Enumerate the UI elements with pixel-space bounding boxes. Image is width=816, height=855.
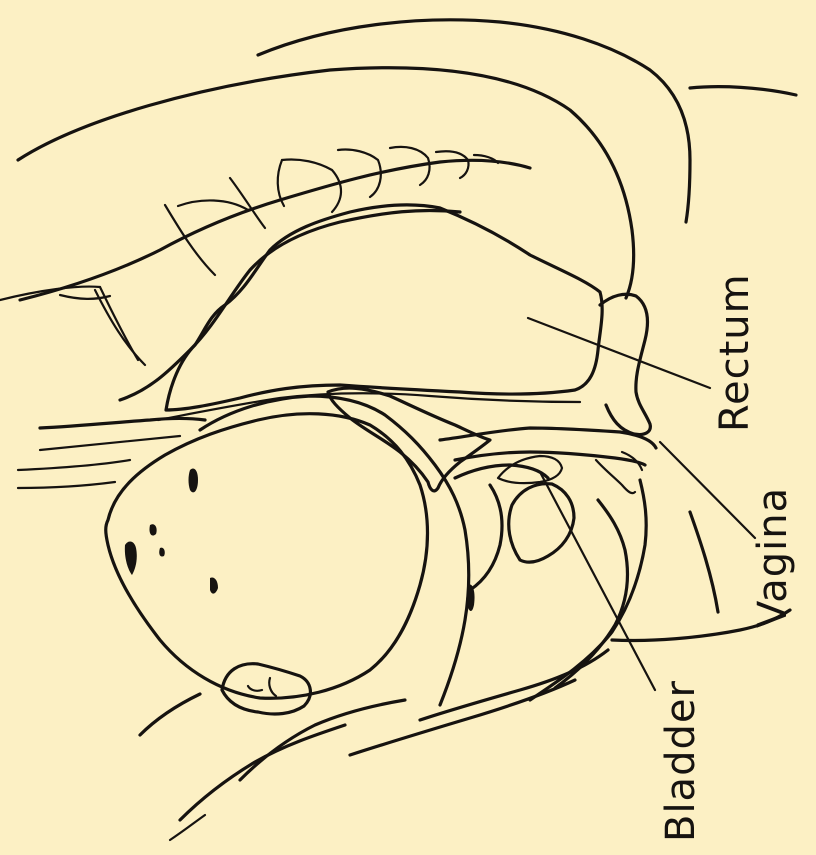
lower-outlines (18, 460, 718, 612)
rectum-leader-line (528, 318, 710, 388)
vagina-leader-line (660, 442, 755, 538)
label-vagina-group: Vagina (750, 487, 796, 628)
label-vagina: Vagina (750, 487, 796, 628)
label-rectum-group: Rectum (712, 273, 758, 432)
foetal-head (106, 414, 428, 714)
label-bladder-group: Bladder (658, 680, 704, 842)
label-rectum: Rectum (712, 273, 758, 432)
outer-body-outline (0, 20, 796, 300)
sacrum-vertebrae (20, 147, 530, 400)
label-bladder: Bladder (658, 680, 704, 842)
rectum (158, 205, 602, 420)
coccyx-bone (600, 294, 650, 434)
